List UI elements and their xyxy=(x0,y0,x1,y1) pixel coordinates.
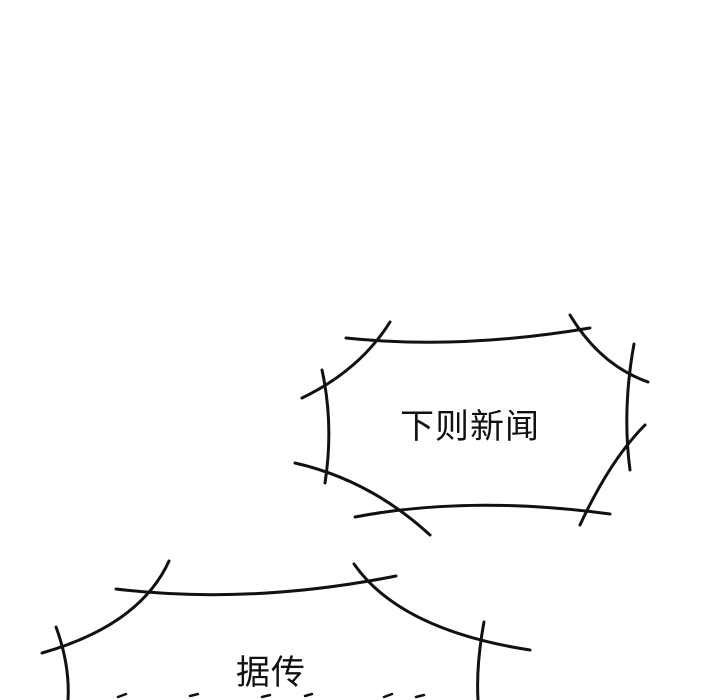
cutoff-text-marks xyxy=(116,692,426,699)
speech-bubble-2-outline xyxy=(40,559,532,700)
speech-bubble-1-text: 下则新闻 xyxy=(400,407,540,447)
speech-bubble-1-outline xyxy=(293,313,650,537)
speech-bubble-2-text: 据传 xyxy=(236,653,306,693)
